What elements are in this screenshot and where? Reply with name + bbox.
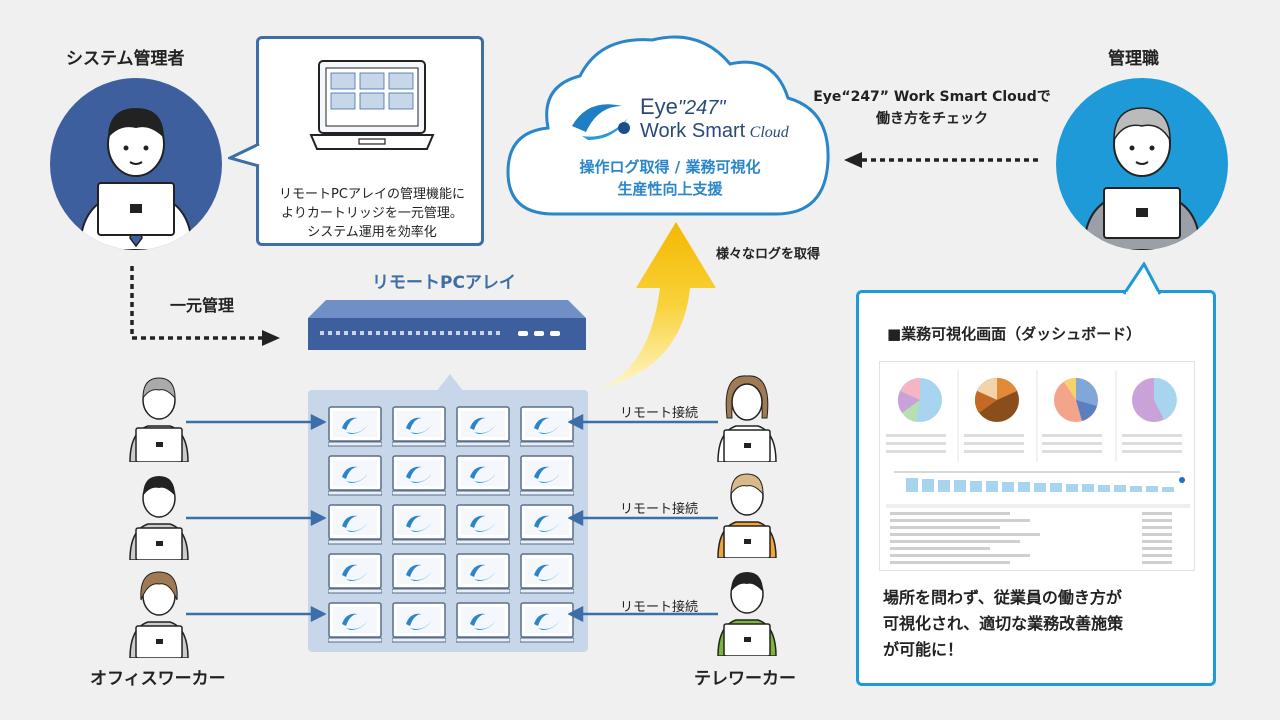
remote-connection-label-2: リモート接続 xyxy=(620,502,699,517)
logo-247: "247" xyxy=(677,97,726,119)
remote-pc-array-title: リモートPCアレイ xyxy=(372,273,516,293)
dashboard-title: ■業務可視化画面（ダッシュボード） xyxy=(887,325,1142,343)
array-panel-tail xyxy=(436,374,464,392)
cartridge-screen-icon xyxy=(328,553,382,594)
cartridge-screen-icon xyxy=(520,553,574,594)
manager-caption-line1: Eye“247” Work Smart Cloudで xyxy=(813,89,1051,105)
office-worker-1-icon xyxy=(129,377,189,462)
cartridge-screen-icon xyxy=(328,602,382,643)
dashboard-caption-line1: 場所を問わず、従業員の働き方が xyxy=(883,588,1122,607)
cartridge-screen-icon xyxy=(328,504,382,545)
dashboard-bubble-tail xyxy=(1122,262,1162,296)
admin-bubble-line1: リモートPCアレイの管理機能に xyxy=(279,187,465,202)
manager-check-arrow xyxy=(844,152,1040,168)
cartridge-screen-icon xyxy=(328,406,382,447)
cartridge-screen-icon xyxy=(456,553,510,594)
cartridge-screen-icon xyxy=(328,455,382,496)
admin-person-icon xyxy=(78,108,194,250)
teleworker-2-icon xyxy=(717,473,777,558)
office-connection-arrows xyxy=(186,413,326,622)
cartridge-screen-icon xyxy=(456,504,510,545)
admin-bubble-tail xyxy=(228,142,260,168)
cartridge-screen-icon xyxy=(520,504,574,545)
admin-bubble-line2: よりカートリッジを一元管理。 xyxy=(281,206,463,221)
dashboard-charts-graphic xyxy=(886,370,1190,564)
cloud-line1: 操作ログ取得 / 業務可視化 xyxy=(579,158,761,176)
teleworkers-label: テレワーカー xyxy=(694,669,796,689)
logo-cloud: Cloud xyxy=(749,124,789,141)
server-appliance-icon xyxy=(308,300,586,350)
admin-title: システム管理者 xyxy=(66,49,185,69)
cloud-shape xyxy=(506,35,830,216)
teleworker-3-icon xyxy=(717,572,777,656)
cartridge-screen-icon xyxy=(520,455,574,496)
cartridge-screen-icon xyxy=(456,602,510,643)
eye247-logo-text: Eye"247" xyxy=(640,94,726,120)
remote-connection-label-3: リモート接続 xyxy=(620,600,699,615)
logo-eye: Eye xyxy=(640,94,678,119)
manager-title: 管理職 xyxy=(1108,49,1159,69)
admin-speech-bubble: リモートPCアレイの管理機能に よりカートリッジを一元管理。 システム運用を効率… xyxy=(256,36,484,246)
dashboard-speech-bubble: ■業務可視化画面（ダッシュボード） xyxy=(856,290,1216,686)
office-worker-2-icon xyxy=(129,476,189,560)
cartridge-screen-icon xyxy=(392,455,446,496)
cartridge-screen-icon xyxy=(392,504,446,545)
cartridge-screen-icon xyxy=(520,602,574,643)
dashboard-caption-line2: 可視化され、適切な業務改善施策 xyxy=(883,614,1124,633)
unified-management-label: 一元管理 xyxy=(170,296,235,315)
manager-avatar xyxy=(1056,78,1228,250)
cartridge-screen-icon xyxy=(392,553,446,594)
log-collection-arrow xyxy=(600,222,716,388)
various-logs-label: 様々なログを取得 xyxy=(716,247,821,262)
cartridge-screen-icon xyxy=(456,455,510,496)
cartridge-screen-icon xyxy=(392,602,446,643)
dashboard-caption-line3: が可能に！ xyxy=(883,640,964,659)
cartridge-screen-icon xyxy=(392,406,446,447)
eye247-logo-icon xyxy=(572,104,630,140)
teleworker-1-icon xyxy=(717,375,777,462)
dashboard-screenshot xyxy=(879,361,1195,571)
manager-person-icon xyxy=(1082,107,1202,250)
remote-connection-label-1: リモート接続 xyxy=(620,406,699,421)
admin-avatar xyxy=(50,78,222,250)
office-worker-3-icon xyxy=(129,571,189,658)
logo-work-smart: Work Smart xyxy=(640,120,746,142)
manager-caption-line2: 働き方をチェック xyxy=(876,111,988,127)
office-workers-label: オフィスワーカー xyxy=(90,669,226,689)
cloud-line2: 生産性向上支援 xyxy=(617,180,723,198)
unified-management-arrow xyxy=(130,266,280,346)
cartridge-screen-icon xyxy=(520,406,574,447)
tele-connection-arrows xyxy=(568,413,718,622)
cartridge-screen-icon xyxy=(456,406,510,447)
laptop-icon xyxy=(309,60,435,150)
admin-bubble-line3: システム運用を効率化 xyxy=(307,225,437,240)
